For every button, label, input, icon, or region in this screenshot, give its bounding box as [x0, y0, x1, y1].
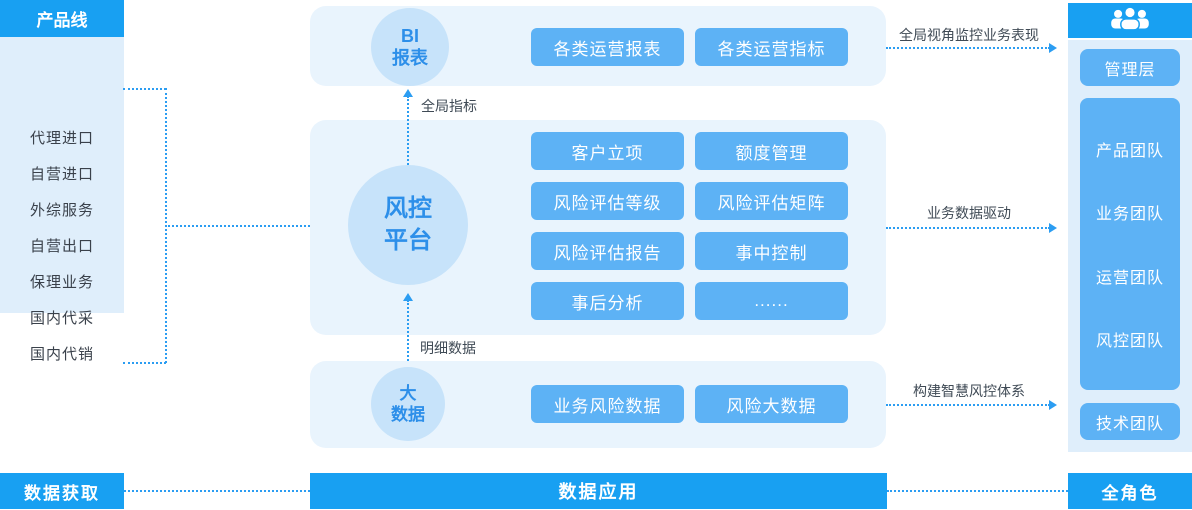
tech-team-button[interactable]: 技术团队 [1080, 403, 1180, 440]
product-line-item: 自营进口 [29, 165, 94, 183]
risk-circle-line2: 平台 [384, 227, 432, 254]
product-line-item: 外综服务 [29, 201, 94, 219]
business-risk-data-button[interactable]: 业务风险数据 [531, 385, 684, 423]
connector-bracket-bottom [123, 362, 166, 364]
connector-bottom-left [124, 490, 310, 492]
team-item: 业务团队 [1095, 206, 1164, 224]
connector-smart-risk [886, 404, 1050, 406]
risk-matrix-button[interactable]: 风险评估矩阵 [695, 182, 848, 220]
risk-rating-button[interactable]: 风险评估等级 [531, 182, 684, 220]
connector-bracket-top [123, 88, 166, 90]
connector-business-drive [886, 227, 1050, 229]
operation-reports-button[interactable]: 各类运营报表 [531, 28, 684, 66]
business-drive-label: 业务数据驱动 [927, 205, 1011, 221]
risk-big-data-button[interactable]: 风险大数据 [695, 385, 848, 423]
connector-bottom-right [887, 490, 1068, 492]
arrow-right-icon [1049, 400, 1057, 410]
management-layer-button[interactable]: 管理层 [1080, 49, 1180, 86]
all-roles-bar: 全角色 [1068, 473, 1192, 509]
teams-block: 产品团队 业务团队 运营团队 风控团队 [1080, 98, 1180, 390]
detail-data-label: 明细数据 [420, 340, 476, 356]
risk-circle-line1: 风控 [384, 195, 432, 222]
big-data-circle: 大 数据 [371, 367, 445, 441]
product-line-panel [0, 0, 124, 313]
product-line-item: 国内代销 [29, 345, 94, 363]
product-line-item: 代理进口 [29, 129, 94, 147]
quota-management-button[interactable]: 额度管理 [695, 132, 848, 170]
global-view-label: 全局视角监控业务表现 [899, 27, 1039, 43]
bi-circle-line2: 报表 [392, 48, 428, 68]
data-acquisition-bar: 数据获取 [0, 473, 124, 509]
global-metrics-label: 全局指标 [421, 98, 477, 114]
smart-risk-label: 构建智慧风控体系 [913, 383, 1025, 399]
bi-report-circle: BI 报表 [371, 8, 449, 86]
arrow-up-icon [403, 89, 413, 97]
product-line-item: 国内代采 [29, 309, 94, 327]
product-line-item: 自营出口 [29, 237, 94, 255]
team-item: 风控团队 [1095, 332, 1164, 350]
bi-circle-line1: BI [401, 26, 419, 46]
data-application-bar: 数据应用 [310, 473, 887, 509]
arrow-up-icon [403, 293, 413, 301]
risk-report-button[interactable]: 风险评估报告 [531, 232, 684, 270]
connector-global-view [886, 47, 1050, 49]
data-circle-line2: 数据 [391, 405, 425, 424]
operation-metrics-button[interactable]: 各类运营指标 [695, 28, 848, 66]
connector-to-risk-platform [165, 225, 330, 227]
post-analysis-button[interactable]: 事后分析 [531, 282, 684, 320]
product-line-item: 保理业务 [29, 273, 94, 291]
more-button[interactable]: ...... [695, 282, 848, 320]
in-process-control-button[interactable]: 事中控制 [695, 232, 848, 270]
arrow-right-icon [1049, 43, 1057, 53]
team-item: 运营团队 [1095, 269, 1164, 287]
customer-project-button[interactable]: 客户立项 [531, 132, 684, 170]
product-line-header: 产品线 [0, 0, 124, 37]
team-group-icon [1108, 6, 1152, 35]
team-item: 产品团队 [1095, 143, 1164, 161]
roles-header [1068, 3, 1192, 38]
connector-detail-data [407, 300, 409, 361]
arrow-right-icon [1049, 223, 1057, 233]
risk-platform-circle: 风控 平台 [348, 165, 468, 285]
data-circle-line1: 大 [399, 384, 417, 403]
connector-global-metrics [407, 96, 409, 165]
